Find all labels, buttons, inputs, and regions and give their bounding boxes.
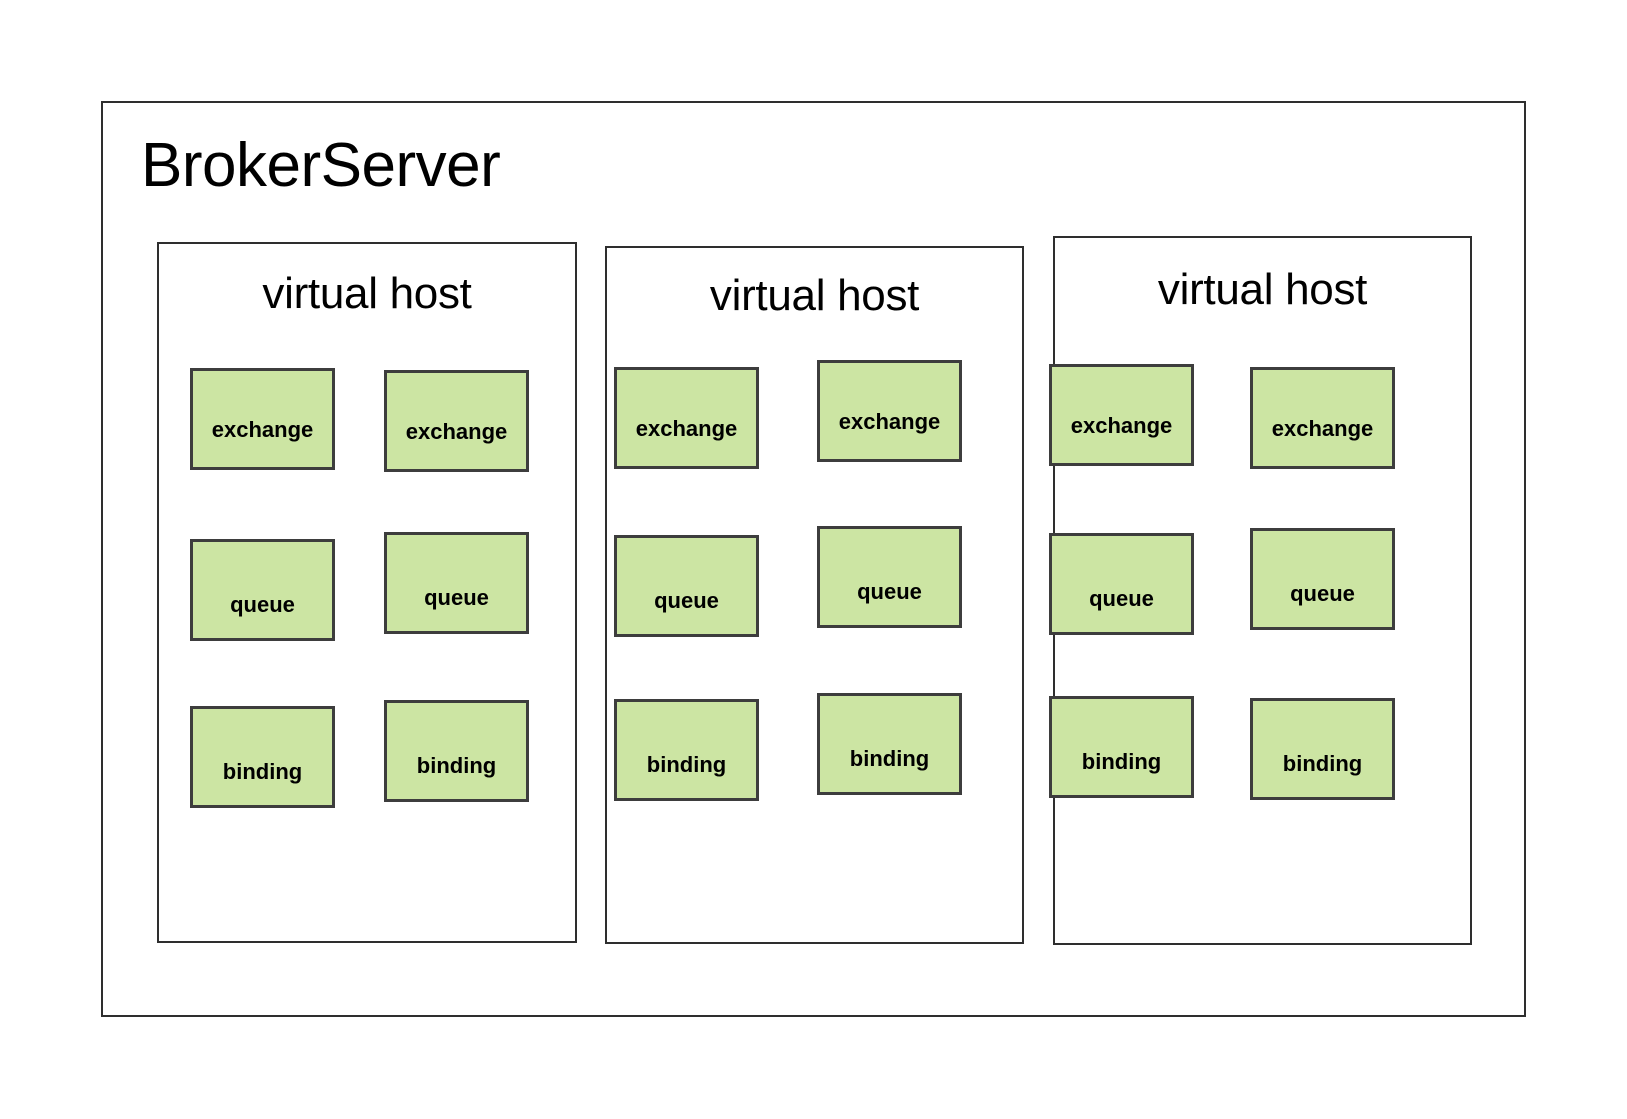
binding-node[interactable]: binding xyxy=(384,700,529,802)
broker-server-title: BrokerServer xyxy=(141,131,501,200)
queue-node[interactable]: queue xyxy=(384,532,529,634)
queue-node[interactable]: queue xyxy=(1250,528,1395,630)
exchange-node-label: exchange xyxy=(838,409,941,434)
queue-node-label: queue xyxy=(1089,586,1154,611)
exchange-node[interactable]: exchange xyxy=(190,368,335,470)
exchange-node[interactable]: exchange xyxy=(1250,367,1395,469)
queue-node-label: queue xyxy=(424,585,489,610)
exchange-node-label: exchange xyxy=(635,416,738,441)
binding-node-label: binding xyxy=(1282,751,1363,776)
binding-node-label: binding xyxy=(416,753,497,778)
binding-node-label: binding xyxy=(849,746,930,771)
queue-node-label: queue xyxy=(654,588,719,613)
binding-node-label: binding xyxy=(646,752,727,777)
exchange-node-label: exchange xyxy=(1271,416,1374,441)
binding-node[interactable]: binding xyxy=(190,706,335,808)
binding-node[interactable]: binding xyxy=(1250,698,1395,800)
exchange-node-label: exchange xyxy=(211,417,314,442)
exchange-node-label: exchange xyxy=(1070,413,1173,438)
queue-node-label: queue xyxy=(230,592,295,617)
exchange-node[interactable]: exchange xyxy=(384,370,529,472)
virtual-host-title: virtual host xyxy=(709,271,920,320)
exchange-node-label: exchange xyxy=(405,419,508,444)
binding-node-label: binding xyxy=(222,759,303,784)
virtual-host-title: virtual host xyxy=(1157,265,1368,314)
virtual-host-panel-2: virtual host exchange exchange queue queue bi… xyxy=(605,246,1024,944)
virtual-host-panel-3: virtual host exchange exchange queue queue bi… xyxy=(1049,236,1472,945)
virtual-host-panel-1: virtual host exchange exchange queue queue bi… xyxy=(157,242,577,943)
binding-node[interactable]: binding xyxy=(817,693,962,795)
queue-node[interactable]: queue xyxy=(817,526,962,628)
virtual-host-title: virtual host xyxy=(262,269,472,318)
broker-server-frame: BrokerServer virtual host exchange exchang… xyxy=(101,101,1526,1017)
queue-node[interactable]: queue xyxy=(614,535,759,637)
binding-node-label: binding xyxy=(1081,749,1162,774)
binding-node[interactable]: binding xyxy=(1049,696,1194,798)
queue-node[interactable]: queue xyxy=(1049,533,1194,635)
queue-node-label: queue xyxy=(1290,581,1355,606)
queue-node[interactable]: queue xyxy=(190,539,335,641)
exchange-node[interactable]: exchange xyxy=(614,367,759,469)
queue-node-label: queue xyxy=(857,579,922,604)
exchange-node[interactable]: exchange xyxy=(1049,364,1194,466)
exchange-node[interactable]: exchange xyxy=(817,360,962,462)
binding-node[interactable]: binding xyxy=(614,699,759,801)
